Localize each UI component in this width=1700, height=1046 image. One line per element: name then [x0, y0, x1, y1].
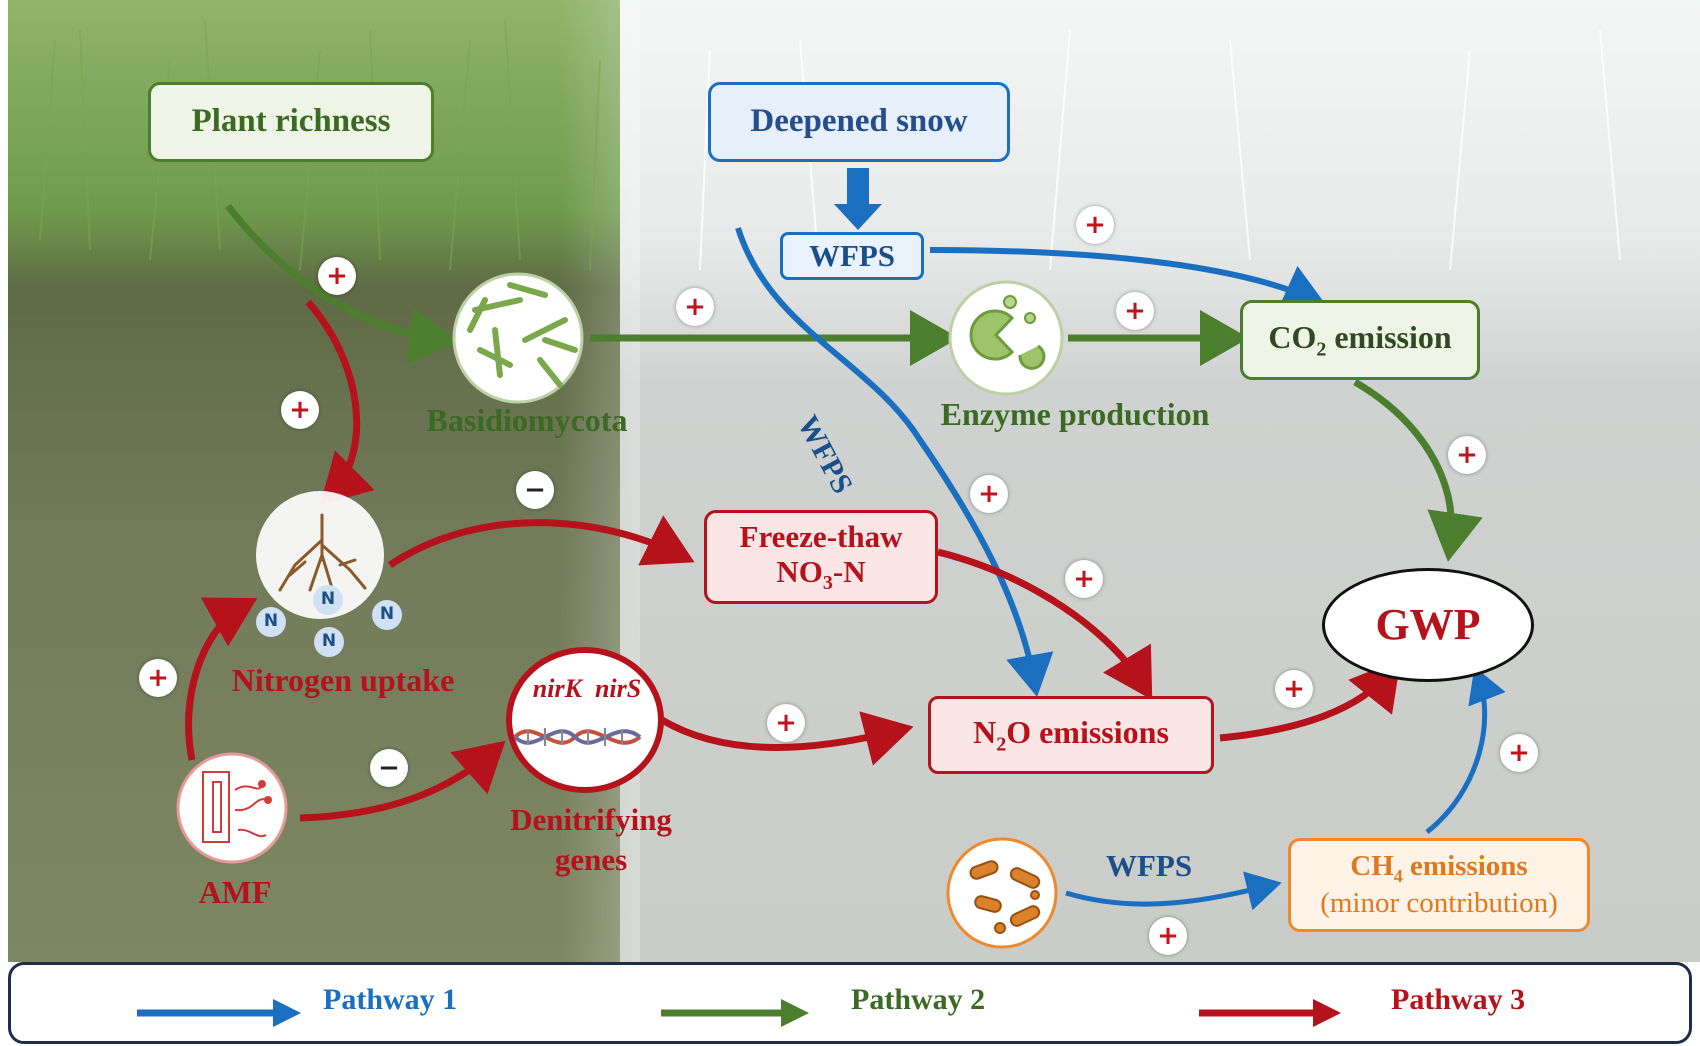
arrow-ch4-to-gwp	[1425, 666, 1506, 834]
arrow-snow-to-wfps	[834, 204, 882, 230]
amf-icon	[176, 752, 288, 864]
gene-names-label: nirK nirS	[532, 674, 642, 703]
plus-badge: +	[767, 704, 805, 742]
n-ion: N	[372, 600, 402, 630]
arrow-co2-to-gwp	[1353, 378, 1483, 562]
legend-label-pathway-3: Pathway 3	[1391, 983, 1526, 1016]
arrow-bacteria-to-ch4	[1065, 871, 1282, 911]
n-ion: N	[256, 607, 286, 637]
n-ion: N	[313, 585, 343, 615]
arrow-amf-to-denitrifying	[299, 740, 506, 822]
freeze-thaw-box: Freeze-thaw NO3-N	[704, 510, 938, 604]
basidiomycota-label: Basidiomycota	[426, 402, 628, 438]
freeze-thaw-label: Freeze-thaw	[739, 518, 903, 554]
minus-badge: −	[516, 471, 554, 509]
deepened-snow-label: Deepened snow	[750, 103, 968, 140]
n2o-emissions-label: N2O emissions	[973, 713, 1169, 756]
plus-badge: +	[318, 257, 356, 295]
plus-badge: +	[676, 288, 714, 326]
gwp-label: GWP	[1375, 599, 1481, 649]
legend-arrows	[137, 999, 1341, 1027]
wfps-box-label: WFPS	[808, 238, 896, 274]
dna-helix-icon	[506, 647, 664, 793]
basidiomycota-hyphae-icon	[452, 272, 584, 404]
plus-badge: +	[1275, 670, 1313, 708]
bacteria-icon	[946, 837, 1058, 949]
plus-badge: +	[139, 659, 177, 697]
wfps-box: WFPS	[780, 232, 924, 280]
deepened-snow-box: Deepened snow	[708, 82, 1010, 162]
nitrogen-uptake-label: Nitrogen uptake	[231, 662, 455, 698]
minor-contribution-label: (minor contribution)	[1320, 886, 1558, 919]
plus-badge: +	[1076, 206, 1114, 244]
enzyme-production-label: Enzyme production	[940, 396, 1210, 432]
enzyme-icon	[948, 280, 1064, 396]
denitrifying-genes-label: Denitrifying genes	[510, 802, 672, 878]
plant-richness-label: Plant richness	[191, 103, 391, 140]
arrow-n2o-to-gwp	[1219, 659, 1401, 742]
no3-n-label: NO3-N	[776, 554, 866, 595]
wfps-ch4-label: WFPS	[1106, 848, 1193, 883]
n-ion: N	[314, 627, 344, 657]
plant-richness-box: Plant richness	[148, 82, 434, 162]
plus-badge: +	[281, 391, 319, 429]
legend: Pathway 1 Pathway 2 Pathway 3	[8, 962, 1692, 1044]
gwp-ellipse: GWP	[1322, 568, 1534, 682]
co2-emission-label: CO2 emission	[1268, 318, 1452, 361]
ch4-emissions-box: CH4 emissions (minor contribution)	[1288, 838, 1590, 932]
minus-badge: −	[370, 749, 408, 787]
plus-badge: +	[1500, 734, 1538, 772]
arrow-freezethaw-to-n2o	[937, 548, 1153, 700]
plus-badge: +	[1116, 292, 1154, 330]
plus-badge: +	[1149, 917, 1187, 955]
legend-label-pathway-1: Pathway 1	[323, 983, 458, 1016]
arrow-plant-to-nitrogen-uptake	[305, 299, 375, 505]
arrow-amf-to-uptake	[185, 597, 258, 761]
plus-badge: +	[970, 475, 1008, 513]
legend-label-pathway-2: Pathway 2	[851, 983, 986, 1016]
arrow-uptake-to-freezethaw	[388, 515, 695, 568]
arrow-genes-to-n2o	[660, 711, 914, 766]
co2-emission-box: CO2 emission	[1240, 300, 1480, 380]
arrow-wfps-to-n2o	[735, 227, 1054, 697]
plus-badge: +	[1448, 436, 1486, 474]
arrow-wfps-to-co2	[929, 247, 1326, 310]
plus-badge: +	[1065, 560, 1103, 598]
amf-label: AMF	[198, 874, 272, 910]
n2o-emissions-box: N2O emissions	[928, 696, 1214, 774]
arrow-plant-to-basidiomycota	[225, 203, 459, 364]
ch4-emissions-label: CH4 emissions	[1350, 850, 1528, 886]
